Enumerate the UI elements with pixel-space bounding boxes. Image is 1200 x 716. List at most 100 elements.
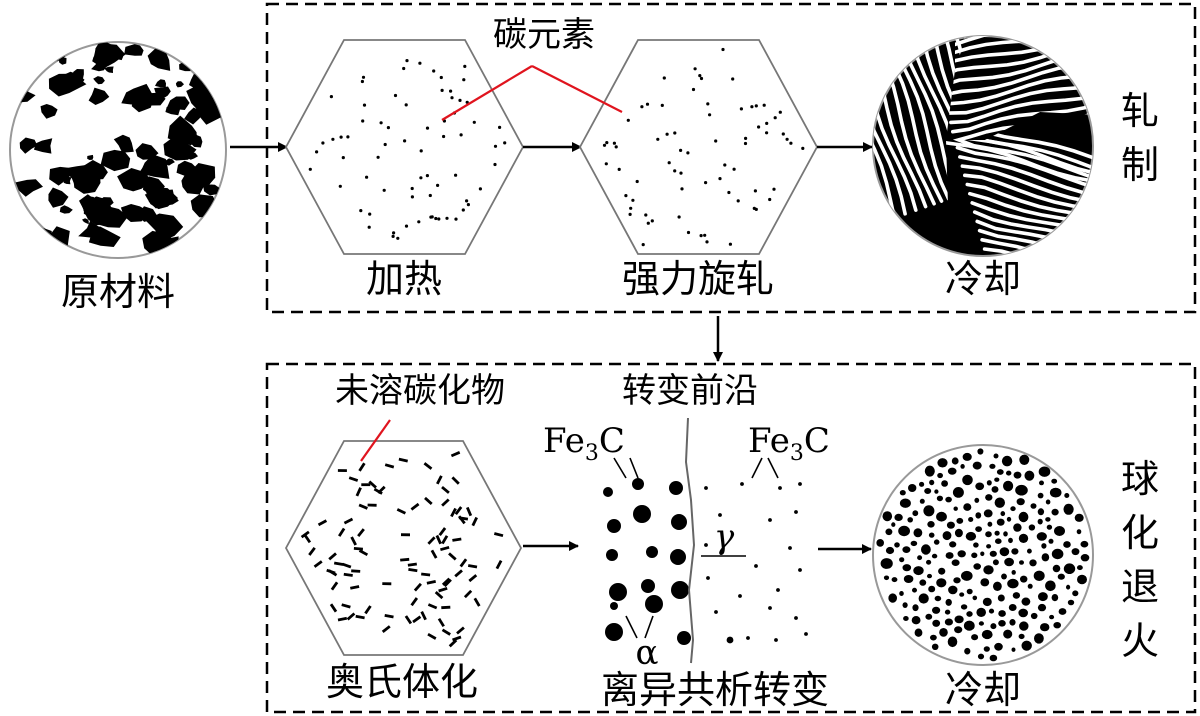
carbide-dash (420, 610, 427, 621)
pearlite-lamella (946, 127, 1093, 186)
carbide-dash (450, 507, 457, 518)
spheroidal-carbide (1051, 508, 1059, 516)
carbon-dot (425, 174, 429, 178)
carbide-dash (452, 635, 462, 642)
transformation-front-line (684, 417, 696, 664)
carbon-dot (641, 243, 645, 247)
spheroidal-carbide (1018, 533, 1029, 544)
carbide-dash (468, 574, 478, 583)
carbide-dash (434, 591, 444, 600)
carbide-dash (441, 486, 450, 494)
spheroidal-carbide (924, 465, 935, 477)
carbon-dot (391, 234, 395, 238)
carbon-dot (699, 234, 703, 238)
spheroidal-carbide (1037, 603, 1047, 612)
carbide-dash (341, 562, 352, 569)
spheroidal-carbide (1029, 559, 1037, 567)
carbide-dash (448, 639, 458, 648)
spheroidal-carbide (968, 517, 974, 522)
cementite-particle (632, 478, 644, 490)
spheroidal-carbide (1016, 498, 1025, 506)
pearlite-lamella (886, 36, 958, 198)
carbon-dot (726, 636, 734, 644)
pearlite-lamella (873, 36, 928, 209)
spheroidal-carbide (927, 573, 932, 579)
carbon-dot (708, 113, 712, 117)
carbide-dash (384, 614, 394, 619)
pearlite-lamella (947, 70, 1093, 115)
spheroidal-carbide (903, 616, 909, 621)
pearlite-lamella (946, 46, 1093, 87)
annealing-stage-box (265, 362, 1197, 714)
carbon-dot (628, 212, 632, 216)
carbon-dot (706, 576, 710, 580)
spheroidal-carbide (998, 610, 1006, 617)
carbide-blob (176, 81, 184, 88)
carbon-dot (757, 125, 761, 129)
carbon-dot (368, 212, 372, 216)
carbon-dot (429, 215, 433, 219)
carbide-blob (33, 138, 53, 154)
spheroidal-carbide (960, 464, 965, 469)
spheroidal-carbide (891, 522, 896, 527)
spheroidal-carbide (941, 480, 948, 487)
carbon-dot (704, 543, 708, 547)
carbide-dash (441, 498, 450, 507)
spheroidal-carbide (1010, 506, 1016, 512)
spheroidal-carbide (1019, 560, 1024, 565)
carbon-dot (365, 175, 369, 179)
spheroidal-carbide (971, 634, 979, 641)
rolling-stage-box (265, 2, 1197, 314)
spheroidal-carbide (894, 542, 900, 548)
carbon-dot (794, 510, 798, 514)
carbon-dot (798, 568, 802, 572)
carbon-dot (605, 141, 609, 145)
carbon-dot (753, 189, 758, 193)
spheroidal-carbide (1006, 470, 1012, 476)
carbide-dash (423, 462, 433, 470)
carbide-dash (348, 476, 359, 482)
carbon-dot (418, 61, 422, 65)
spheroidal-carbide (1008, 537, 1013, 544)
carbide-blob (10, 228, 25, 241)
spheroidal-carbide (1015, 484, 1028, 496)
carbide-pointer (360, 419, 391, 462)
carbide-dash (329, 603, 338, 613)
spheroidal-carbide (931, 643, 939, 650)
spheroidal-carbide (1038, 466, 1051, 477)
spheroidal-carbide (995, 538, 1002, 544)
heating-hexagon (284, 39, 525, 255)
spheroidal-carbide (919, 579, 927, 586)
carbon-dot (721, 47, 725, 52)
carbide-dash (435, 534, 442, 545)
carbide-dash (456, 626, 465, 635)
carbide-blob (93, 76, 105, 85)
cementite-particle (646, 546, 658, 558)
carbide-dash (357, 528, 365, 537)
spheroidal-carbide (1000, 511, 1006, 517)
pearlite-lamella (873, 36, 907, 216)
spheroidal-carbide (1018, 608, 1028, 618)
cementite-particle (605, 623, 623, 641)
carbon-dot (772, 187, 776, 191)
carbon-dot (774, 638, 778, 642)
carbon-dot (727, 190, 731, 195)
carbide-blob (145, 213, 184, 243)
spheroidal-carbide (902, 564, 912, 572)
carbon-dot (754, 104, 758, 108)
carbon-dot (404, 103, 408, 107)
carbon-dot (361, 75, 366, 79)
carbon-dot (679, 171, 683, 175)
spheroidal-carbide (1001, 573, 1007, 580)
spheroidal-carbide (989, 463, 996, 469)
carbon-dot (432, 69, 436, 73)
carbide-dash (424, 496, 433, 505)
carbide-blob (167, 96, 190, 110)
carbon-dot (454, 173, 458, 177)
spheroidal-carbide (918, 593, 929, 604)
spheroidal-carbide (996, 518, 1005, 526)
spheroidal-carbide (954, 626, 963, 634)
carbide-blob (49, 166, 72, 186)
spheroidal-carbide (1074, 513, 1084, 522)
